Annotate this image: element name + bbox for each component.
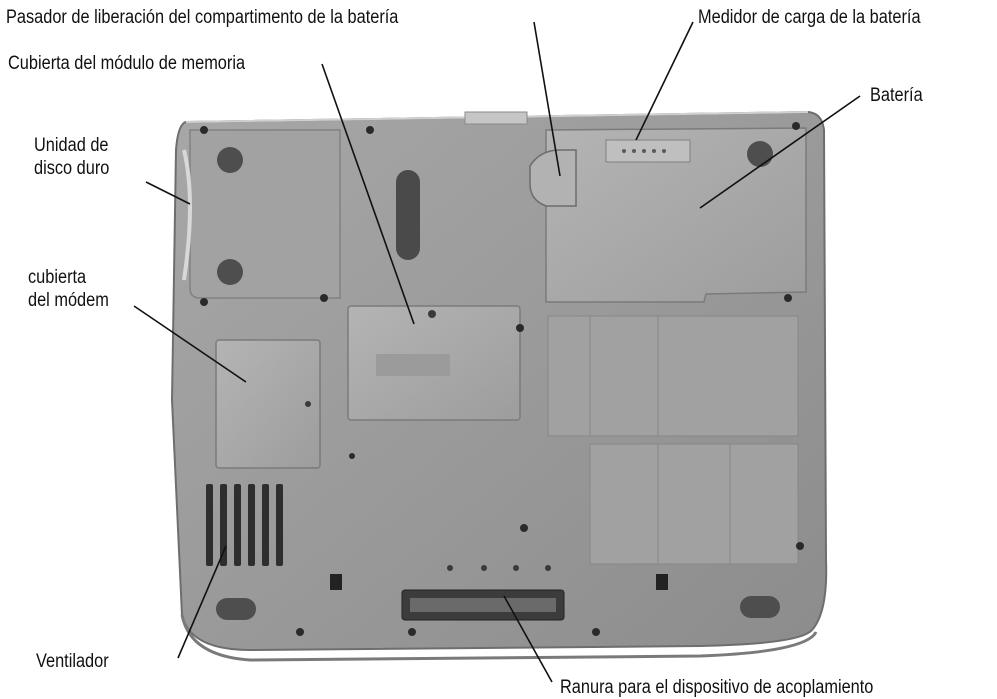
fan-vents bbox=[206, 484, 283, 566]
battery-release-latch bbox=[529, 149, 577, 207]
leader-battery bbox=[699, 95, 861, 209]
rubber-foot bbox=[217, 259, 243, 285]
label-battery: Batería bbox=[870, 85, 923, 106]
battery-charge-gauge bbox=[605, 139, 691, 163]
leader-hard-drive bbox=[145, 181, 191, 205]
leader-fan bbox=[177, 545, 227, 659]
leader-docking-slot bbox=[503, 595, 553, 683]
ribbed-panel bbox=[547, 315, 799, 565]
label-docking-slot: Ranura para el dispositivo de acoplamien… bbox=[560, 677, 874, 698]
label-battery-bay-latch: Pasador de liberación del compartimento … bbox=[6, 7, 399, 28]
rubber-foot bbox=[740, 596, 780, 618]
label-hard-drive: Unidad de disco duro bbox=[34, 134, 109, 180]
rubber-foot bbox=[217, 147, 243, 173]
leader-charge-gauge bbox=[635, 21, 694, 141]
label-memory-cover: Cubierta del módulo de memoria bbox=[8, 53, 246, 74]
label-fan: Ventilador bbox=[36, 651, 109, 672]
leader-modem-cover bbox=[133, 305, 247, 383]
label-modem-cover-line2: del módem bbox=[28, 290, 109, 311]
label-modem-cover-line1: cubierta bbox=[28, 267, 87, 288]
modem-cover bbox=[215, 339, 321, 469]
leader-memory-cover bbox=[321, 63, 415, 325]
label-hard-drive-line1: Unidad de bbox=[34, 135, 109, 156]
label-charge-gauge: Medidor de carga de la batería bbox=[698, 7, 921, 28]
hard-drive-handle bbox=[182, 149, 192, 281]
leader-battery-latch bbox=[533, 21, 561, 177]
screws bbox=[200, 122, 804, 636]
hinge-tab bbox=[464, 111, 528, 125]
rubber-foot bbox=[747, 141, 773, 167]
case-front-edge bbox=[180, 614, 818, 662]
hard-drive-module bbox=[189, 129, 341, 299]
rubber-foot-slot bbox=[396, 170, 420, 260]
label-modem-cover: cubierta del módem bbox=[28, 266, 109, 312]
battery-module bbox=[545, 127, 807, 303]
docking-slot bbox=[401, 589, 565, 621]
rubber-foot bbox=[216, 598, 256, 620]
label-hard-drive-line2: disco duro bbox=[34, 158, 110, 179]
leader-lines bbox=[133, 21, 861, 683]
